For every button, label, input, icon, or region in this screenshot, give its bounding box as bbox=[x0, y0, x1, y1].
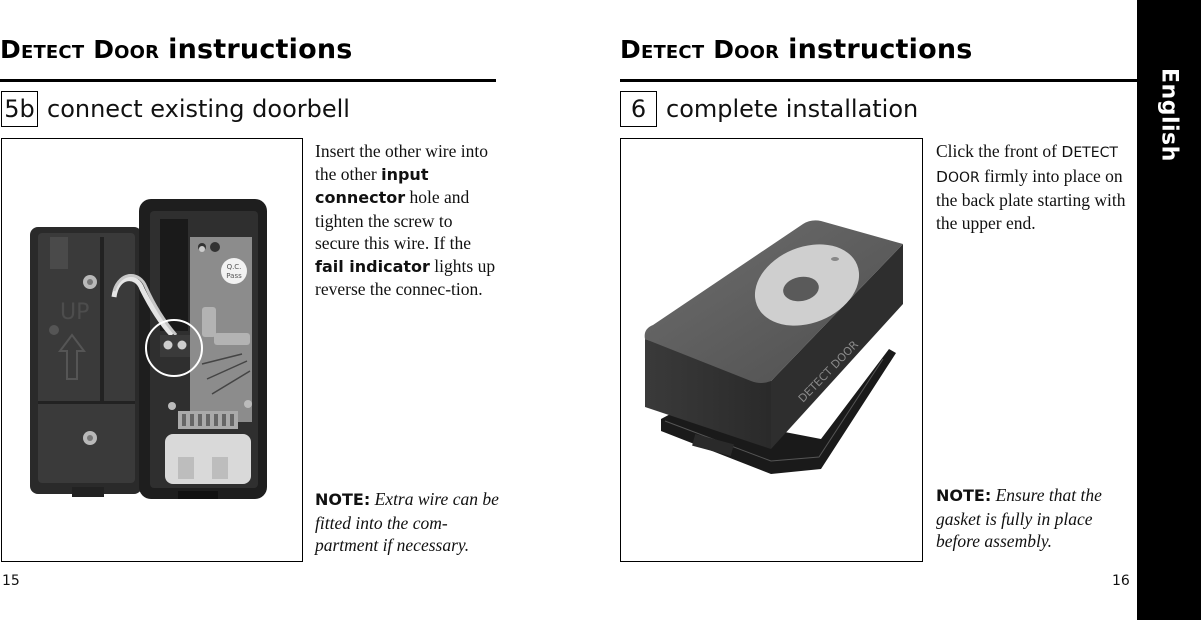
title-brand-letter: D bbox=[0, 35, 21, 64]
title-brand-letter: D bbox=[713, 35, 735, 64]
page-number: 16 bbox=[1112, 573, 1130, 589]
svg-text:Q.C.: Q.C. bbox=[227, 263, 242, 271]
step-number-box: 6 bbox=[620, 91, 657, 127]
keyword-input-connector: input connector bbox=[315, 164, 429, 208]
language-tab: English bbox=[1137, 0, 1201, 620]
step-label: connect existing doorbell bbox=[47, 95, 350, 123]
title-suffix: instructions bbox=[168, 34, 353, 65]
title-rule bbox=[620, 79, 1137, 82]
step-number-box: 5b bbox=[1, 91, 38, 127]
step-heading: 5b connect existing doorbell bbox=[1, 91, 350, 127]
note: NOTE: Extra wire can be fitted into the … bbox=[315, 488, 500, 557]
page-16: DETECT DOOR instructions 6 complete inst… bbox=[620, 0, 1201, 620]
title-brand-rest: OOR bbox=[734, 42, 780, 63]
brand-rest: ETECT bbox=[1073, 145, 1118, 161]
instruction-text-part: Insert the other wire into the other bbox=[315, 141, 489, 184]
instruction-text-part: firmly into place on the back plate star… bbox=[936, 165, 1126, 233]
page-number: 15 bbox=[2, 573, 20, 589]
figure-assembled-unit: DETECT DOOR bbox=[620, 138, 923, 562]
brand-letter: D bbox=[1061, 143, 1074, 161]
page-title: DETECT DOOR instructions bbox=[0, 34, 353, 65]
title-brand-rest: ETECT bbox=[20, 42, 85, 63]
title-brand-letter: D bbox=[620, 35, 641, 64]
language-tab-label: English bbox=[1156, 68, 1182, 162]
title-brand-rest: OOR bbox=[114, 42, 160, 63]
instruction-text: Insert the other wire into the other inp… bbox=[315, 140, 500, 301]
instruction-text: Click the front of DETECT DOOR firmly in… bbox=[936, 140, 1126, 234]
assembled-unit-illustration: DETECT DOOR bbox=[644, 220, 903, 474]
title-suffix: instructions bbox=[788, 34, 973, 65]
brand-letter: D bbox=[936, 167, 948, 186]
step-label: complete installation bbox=[666, 95, 919, 123]
svg-text:Pass: Pass bbox=[226, 272, 242, 280]
input-connector-highlight bbox=[145, 319, 203, 377]
title-rule bbox=[0, 79, 496, 82]
step-heading: 6 complete installation bbox=[620, 91, 918, 127]
instruction-text-part: hole and tighten the screw to secure thi… bbox=[315, 187, 471, 253]
brand-rest: OOR bbox=[947, 169, 980, 186]
note: NOTE: Ensure that the gasket is fully in… bbox=[936, 484, 1126, 553]
note-text: Ensure that the gasket is fully in place… bbox=[936, 485, 1102, 551]
instruction-text-part: lights up reverse the connec-tion. bbox=[315, 255, 496, 300]
opened-unit-illustration: UP Q.C. Pass bbox=[30, 199, 267, 499]
figure-opened-unit: UP Q.C. Pass bbox=[1, 138, 303, 562]
keyword-fail-indicator: fail indicator bbox=[315, 256, 430, 276]
page-15: DETECT DOOR instructions 5b connect exis… bbox=[0, 0, 560, 620]
note-label: NOTE: bbox=[315, 490, 371, 509]
note-text: Extra wire can be fitted into the com-pa… bbox=[315, 489, 499, 555]
svg-text:UP: UP bbox=[60, 300, 89, 325]
page-title: DETECT DOOR instructions bbox=[620, 34, 973, 65]
instruction-text-part: Click the front of bbox=[936, 141, 1062, 161]
note-label: NOTE: bbox=[936, 486, 992, 505]
title-brand-letter: D bbox=[93, 35, 115, 64]
title-brand-rest: ETECT bbox=[640, 42, 705, 63]
